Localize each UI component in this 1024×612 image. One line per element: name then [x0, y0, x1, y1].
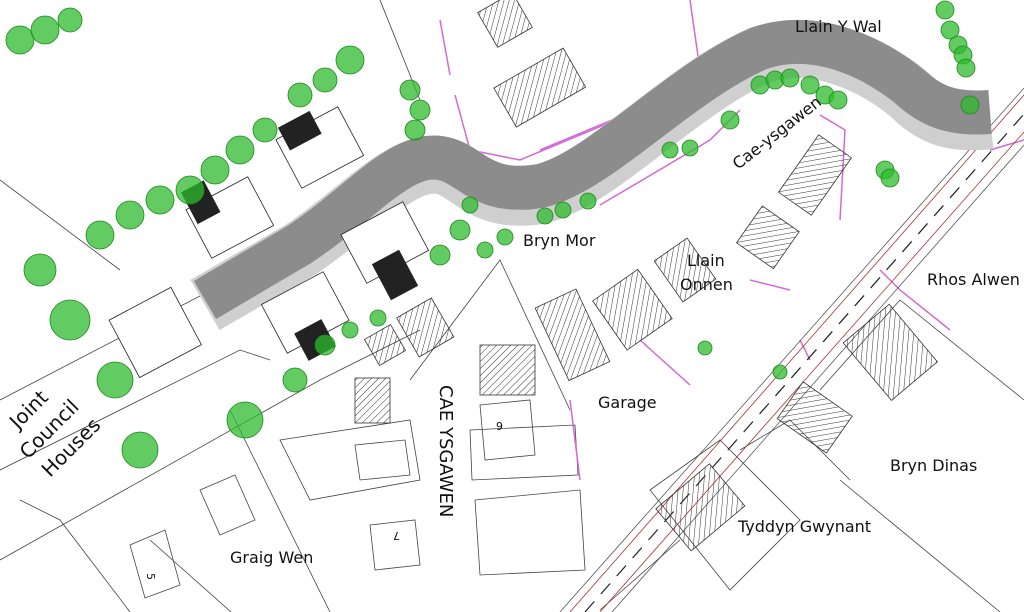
tree-icon: [145, 185, 175, 215]
tree-icon: [399, 79, 421, 101]
tree-icon: [554, 201, 572, 219]
tree-icon: [960, 95, 980, 115]
tree-icon: [780, 68, 800, 88]
tree-icon: [461, 196, 479, 214]
label-bryn-mor: Bryn Mor: [523, 231, 596, 250]
label-graig-wen: Graig Wen: [230, 548, 313, 567]
tree-icon: [287, 82, 313, 108]
label-llain-y-wal: Llain Y Wal: [795, 17, 882, 36]
tree-icon: [49, 299, 91, 341]
proposed-houses: [108, 106, 430, 379]
tree-icon: [579, 192, 597, 210]
tree-icon: [85, 220, 115, 250]
trees: [5, 0, 980, 469]
tree-icon: [5, 25, 35, 55]
tree-icon: [335, 45, 365, 75]
tree-icon: [956, 58, 976, 78]
tree-icon: [121, 431, 159, 469]
tree-icon: [697, 340, 713, 356]
tree-icon: [341, 321, 359, 339]
tree-icon: [96, 361, 134, 399]
tree-icon: [800, 75, 820, 95]
tree-icon: [115, 200, 145, 230]
label-bryn-dinas: Bryn Dinas: [890, 456, 977, 475]
house-number-7: 7: [393, 529, 400, 542]
tree-icon: [226, 401, 264, 439]
label-garage: Garage: [598, 393, 657, 412]
tree-icon: [369, 309, 387, 327]
tree-icon: [772, 364, 788, 380]
tree-icon: [476, 241, 494, 259]
tree-icon: [404, 119, 426, 141]
label-llain: Llain: [687, 251, 725, 270]
label-onnen: Onnen: [680, 275, 733, 294]
tree-icon: [225, 135, 255, 165]
tree-icon: [720, 110, 740, 130]
tree-icon: [536, 207, 554, 225]
new-access-road: [190, 19, 994, 331]
tree-icon: [429, 244, 451, 266]
tree-icon: [940, 20, 960, 40]
tree-icon: [828, 90, 848, 110]
tree-icon: [661, 141, 679, 159]
tree-icon: [200, 155, 230, 185]
label-cae-ysgawen-road: CAE YSGAWEN: [435, 385, 456, 517]
tree-icon: [30, 15, 60, 45]
tree-icon: [449, 219, 471, 241]
tree-icon: [252, 117, 278, 143]
house-number-9: 9: [496, 420, 503, 433]
tree-icon: [314, 334, 336, 356]
label-rhos-alwen: Rhos Alwen: [927, 270, 1020, 289]
tree-icon: [880, 168, 900, 188]
tree-icon: [681, 139, 699, 157]
tree-icon: [312, 67, 338, 93]
tree-icon: [935, 0, 955, 20]
tree-icon: [496, 228, 514, 246]
house-number-5: 5: [144, 573, 157, 580]
tree-icon: [175, 175, 205, 205]
existing-buildings: [354, 0, 938, 552]
tree-icon: [23, 253, 57, 287]
tree-icon: [57, 7, 83, 33]
label-tyddyn-gwynant: Tyddyn Gwynant: [737, 517, 871, 536]
tree-icon: [409, 99, 431, 121]
tree-icon: [282, 367, 308, 393]
